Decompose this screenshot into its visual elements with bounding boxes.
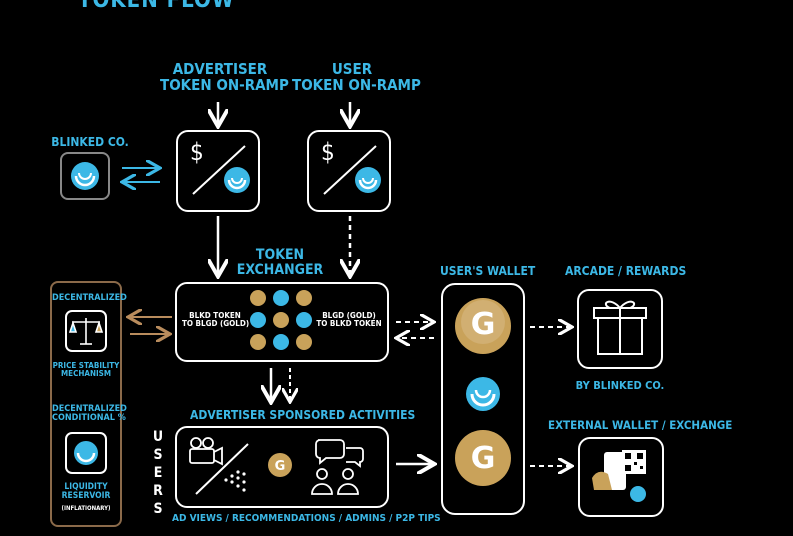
price-stability-box xyxy=(65,310,107,352)
svg-text:G: G xyxy=(471,307,496,342)
liquidity-box xyxy=(65,432,107,474)
user-onramp-label: USER TOKEN ON-RAMP xyxy=(292,60,421,94)
user-onramp-line1: USER xyxy=(331,60,373,78)
external-label: EXTERNAL WALLET / EXCHANGE xyxy=(548,418,733,432)
blinked-label: BLINKED CO. xyxy=(51,135,129,149)
page-title: TOKEN FLOW xyxy=(78,0,235,13)
users-letter: S xyxy=(153,447,163,463)
video-camera-icon xyxy=(189,437,223,466)
liquidity-label: LIQUIDITY RESERVOIR xyxy=(52,483,120,501)
dollar-icon: $ xyxy=(321,138,335,166)
external-box xyxy=(578,437,664,517)
cond-line1: DECENTRALIZED xyxy=(52,404,127,414)
price-stability-label: PRICE STABILITY MECHANISM xyxy=(52,361,120,379)
sponsored-box xyxy=(175,426,389,508)
blinked-logo-icon xyxy=(71,162,99,190)
slash xyxy=(195,443,249,495)
users-chat-icon xyxy=(311,439,364,495)
exchanger-box xyxy=(175,282,389,362)
wallet-box xyxy=(441,283,525,515)
exchanger-right-text: BLGD (GOLD) TO BLKD TOKEN xyxy=(316,311,382,329)
advertiser-onramp-label: ADVERTISER TOKEN ON-RAMP xyxy=(160,60,289,94)
exchanger-right-line2: TO BLKD TOKEN xyxy=(316,319,382,329)
users-letter: S xyxy=(153,501,163,517)
decentralized-label: DECENTRALIZED xyxy=(52,293,127,303)
blinked-logo-icon xyxy=(466,377,500,411)
users-letter: E xyxy=(153,465,163,481)
conditional-label: DECENTRALIZED CONDITIONAL % xyxy=(52,404,127,424)
blinked-logo-icon xyxy=(74,441,98,465)
dollar-icon: $ xyxy=(190,138,204,166)
price-line1: PRICE STABILITY xyxy=(52,361,120,370)
svg-text:G: G xyxy=(471,441,496,476)
arcade-label: ARCADE / REWARDS xyxy=(565,264,687,278)
users-vertical-label: U S E R S xyxy=(150,428,166,518)
blinked-logo-icon xyxy=(355,167,381,193)
advertiser-onramp-line2: TOKEN ON-RAMP xyxy=(160,75,289,94)
slash xyxy=(192,145,246,195)
exchanger-left-line2: TO BLGD (GOLD) xyxy=(182,319,250,329)
stability-panel xyxy=(50,281,122,527)
exchanger-left-line1: BLKD TOKEN xyxy=(189,311,241,320)
slash xyxy=(323,145,377,195)
exchanger-label: TOKEN EXCHANGER xyxy=(230,248,330,277)
arcade-box xyxy=(577,289,663,369)
wallet-label: USER'S WALLET xyxy=(440,264,536,278)
liquidity-note: (INFLATIONARY) xyxy=(61,505,111,512)
sponsored-label: ADVERTISER SPONSORED ACTIVITIES xyxy=(190,408,416,422)
advertiser-onramp-box xyxy=(176,130,260,212)
blinked-logo-icon xyxy=(224,167,250,193)
liq-line1: LIQUIDITY xyxy=(64,482,108,492)
svg-text:G: G xyxy=(275,459,286,474)
user-onramp-line2: TOKEN ON-RAMP xyxy=(292,75,421,94)
gold-coin-icon: G xyxy=(455,298,511,354)
user-onramp-box xyxy=(307,130,391,212)
dots-icon xyxy=(224,470,246,492)
advertiser-onramp-line1: ADVERTISER xyxy=(172,60,268,78)
users-letter: R xyxy=(153,483,163,499)
exchanger-line2: EXCHANGER xyxy=(236,261,324,278)
gold-coin-icon: G xyxy=(268,453,292,477)
arcade-by-label: BY BLINKED CO. xyxy=(575,379,665,392)
price-line2: MECHANISM xyxy=(60,369,111,379)
exchanger-right-line1: BLGD (GOLD) xyxy=(322,311,376,320)
cond-line2: CONDITIONAL % xyxy=(52,413,126,424)
sponsored-footer: AD VIEWS / RECOMMENDATIONS / ADMINS / P2… xyxy=(172,513,441,524)
scale-icon xyxy=(68,318,104,345)
exchanger-left-text: BLKD TOKEN TO BLGD (GOLD) xyxy=(182,311,250,329)
qr-phone-icon xyxy=(592,450,646,502)
gift-icon xyxy=(593,300,647,355)
exchanger-line1: TOKEN xyxy=(255,247,305,263)
gold-coin-icon: G xyxy=(455,430,511,486)
blinked-box xyxy=(60,152,110,200)
coin-grid xyxy=(250,290,312,350)
users-letter: U xyxy=(152,429,164,445)
liq-line2: RESERVOIR xyxy=(61,490,111,501)
